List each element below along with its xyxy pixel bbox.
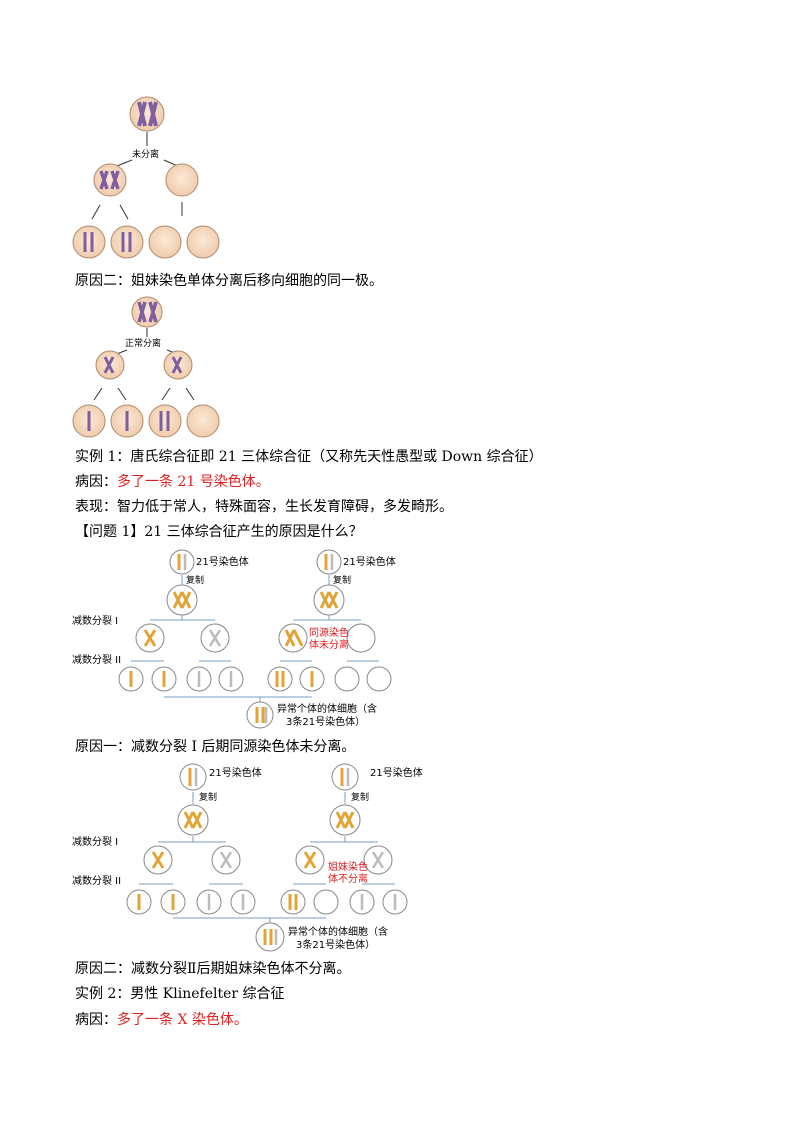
diagram-normal-separation-purple: 正常分离 [72,296,220,438]
svg-text:减数分裂 I: 减数分裂 I [72,835,118,848]
diagram-sister-nondisjunction: 21号染色体 21号染色体 复制 复制 减数分裂 I 减数分裂 II 姐妹染色 … [72,763,423,952]
svg-text:异常个体的体细胞（含: 异常个体的体细胞（含 [288,925,388,938]
svg-text:3条21号染色体）: 3条21号染色体） [296,938,375,951]
example2-title: 实例 2：男性 Klinefelter 综合征 [75,986,285,1002]
svg-text:减数分裂 II: 减数分裂 II [72,653,121,666]
svg-text:21号染色体: 21号染色体 [343,555,396,568]
svg-text:异常个体的体细胞（含: 异常个体的体细胞（含 [277,702,377,715]
svg-text:减数分裂 I: 减数分裂 I [72,614,118,627]
svg-text:复制: 复制 [333,574,351,586]
diagram2-label: 正常分离 [125,337,161,349]
svg-text:减数分裂 II: 减数分裂 II [72,874,121,887]
svg-text:复制: 复制 [351,791,369,803]
example2-cause: 病因：多了一条 X 染色体。 [75,1012,248,1028]
example1-symptom: 表现：智力低于常人，特殊面容，生长发育障碍，多发畸形。 [75,499,453,515]
svg-text:21号染色体: 21号染色体 [209,766,262,779]
text-reason-two-meiosis2: 原因二：减数分裂Ⅱ后期姐妹染色体不分离。 [75,961,351,977]
question-1: 【问题 1】21 三体综合征产生的原因是什么？ [75,524,363,540]
diagram1-label: 未分离 [132,148,159,160]
example1-title: 实例 1：唐氏综合征即 21 三体综合征（又称先天性愚型或 Down 综合征） [75,449,543,465]
diagram-nondisjunction-purple: 未分离 [72,96,220,259]
svg-text:21号染色体: 21号染色体 [196,555,249,568]
svg-text:21号染色体: 21号染色体 [370,766,423,779]
text-reason-two-sister: 原因二：姐妹染色单体分离后移向细胞的同一极。 [75,273,383,289]
svg-text:姐妹染色: 姐妹染色 [328,860,368,873]
text-reason-one-homologous: 原因一：减数分裂 I 后期同源染色体未分离。 [75,739,356,755]
svg-text:体不分离: 体不分离 [328,872,368,885]
svg-text:同源染色: 同源染色 [309,626,349,639]
svg-text:复制: 复制 [186,574,204,586]
diagram-homologous-nondisjunction: 21号染色体 21号染色体 复制 复制 减数分裂 I 减数分裂 II 同源染色 … [72,549,396,729]
example1-cause: 病因：多了一条 21 号染色体。 [75,474,270,490]
svg-text:体未分离: 体未分离 [309,638,349,651]
svg-text:3条21号染色体）: 3条21号染色体） [286,715,365,728]
svg-text:复制: 复制 [199,791,217,803]
